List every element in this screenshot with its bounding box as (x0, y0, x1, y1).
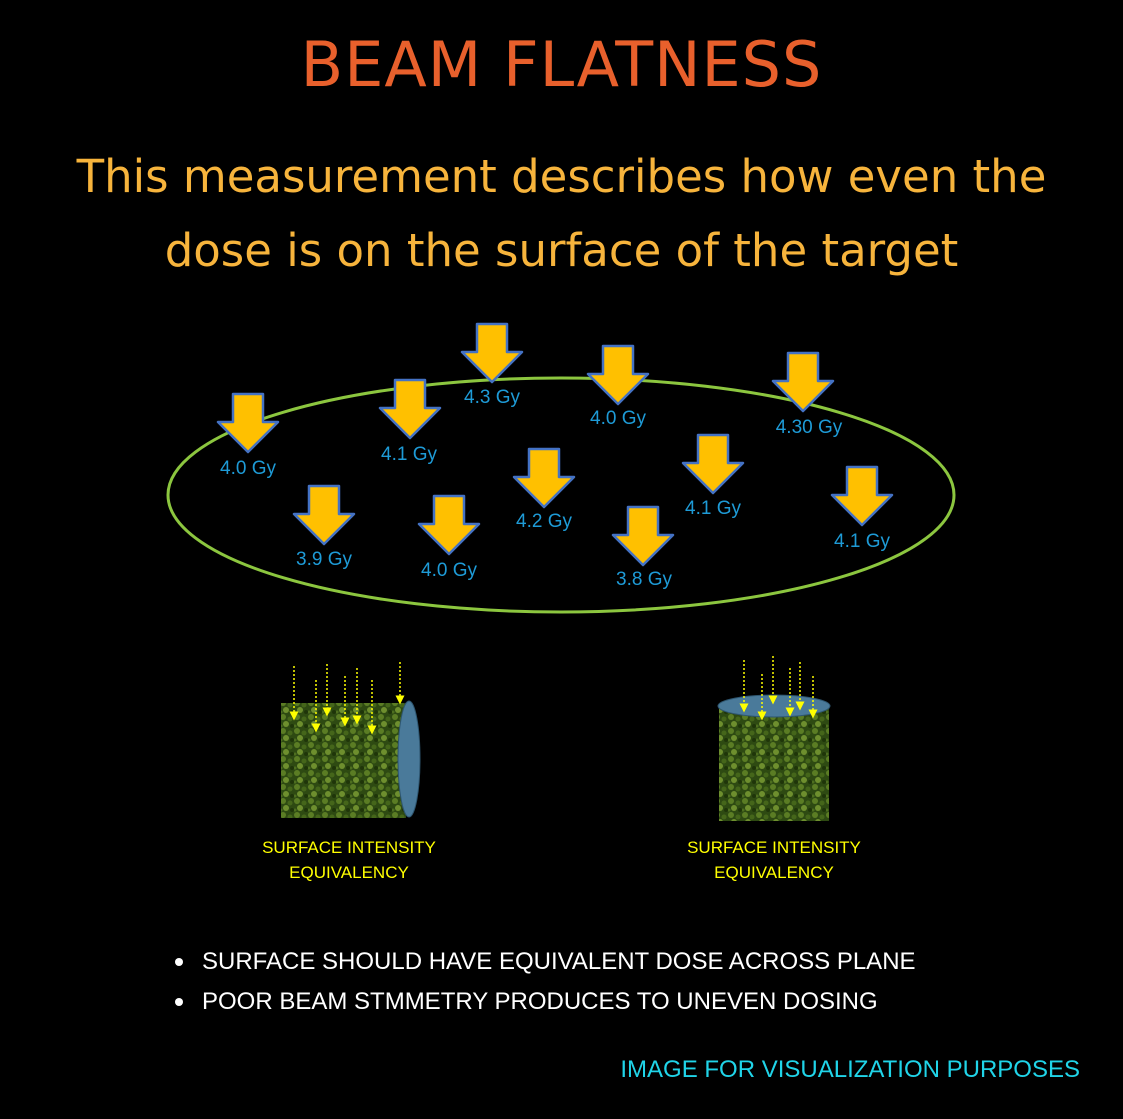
caption-left-line-1: SURFACE INTENSITY (262, 838, 436, 857)
down-arrow-icon (512, 447, 576, 509)
footnote: IMAGE FOR VISUALIZATION PURPOSES (620, 1056, 1080, 1083)
down-arrow-icon (771, 351, 835, 413)
down-arrow-icon (681, 433, 745, 495)
down-arrow-icon (216, 392, 280, 454)
down-arrow-icon (292, 484, 356, 546)
incident-beams-right (739, 656, 818, 721)
target-surface-ellipse (166, 376, 956, 614)
caption-right-line-2: EQUIVALENCY (714, 863, 834, 882)
dose-label: 4.0 Gy (220, 458, 276, 479)
down-arrow-icon (586, 344, 650, 406)
dose-label: 4.0 Gy (421, 560, 477, 581)
bullet-item: POOR BEAM STMMETRY PRODUCES TO UNEVEN DO… (170, 982, 916, 1022)
bullet-list: SURFACE SHOULD HAVE EQUIVALENT DOSE ACRO… (170, 942, 916, 1022)
down-arrow-icon (611, 505, 675, 567)
bullet-item: SURFACE SHOULD HAVE EQUIVALENT DOSE ACRO… (170, 942, 916, 982)
dose-label: 3.8 Gy (616, 569, 672, 590)
bullet-dot-icon (175, 958, 183, 966)
dose-label: 4.1 Gy (685, 498, 741, 519)
dose-label: 3.9 Gy (296, 549, 352, 570)
foliage-block-left (281, 703, 406, 818)
dose-label: 4.1 Gy (834, 531, 890, 552)
dose-label: 4.3 Gy (464, 387, 520, 408)
down-arrow-icon (417, 494, 481, 556)
down-arrow-icon (378, 378, 442, 440)
incident-beams-left (289, 662, 405, 735)
page-title: BEAM FLATNESS (300, 28, 823, 101)
dose-labels: 4.0 Gy 4.1 Gy 4.3 Gy 4.0 Gy 4.30 Gy 3.9 Gy 4.0… (220, 387, 890, 590)
subtitle-line-2: dose is on the surface of the target (164, 224, 959, 277)
dose-label: 4.0 Gy (590, 408, 646, 429)
caption-left-line-2: EQUIVALENCY (289, 863, 409, 882)
down-arrow-icon (460, 322, 524, 384)
bullet-dot-icon (175, 998, 183, 1006)
bullet-text: POOR BEAM STMMETRY PRODUCES TO UNEVEN DO… (202, 988, 878, 1015)
subtitle-line-1: This measurement describes how even the (76, 150, 1047, 203)
foliage-block-right (719, 706, 829, 821)
down-arrow-icon (830, 465, 894, 527)
dose-label: 4.30 Gy (776, 417, 843, 438)
target-cylinder-side-beam (281, 700, 421, 818)
dose-arrows (216, 322, 894, 567)
caption-left: SURFACE INTENSITY EQUIVALENCY (219, 835, 479, 885)
target-end-face-left (397, 700, 421, 818)
dose-label: 4.2 Gy (516, 511, 572, 532)
caption-right: SURFACE INTENSITY EQUIVALENCY (644, 835, 904, 885)
subtitle: This measurement describes how even the … (30, 140, 1093, 288)
caption-right-line-1: SURFACE INTENSITY (687, 838, 861, 857)
dose-label: 4.1 Gy (381, 444, 437, 465)
bullet-text: SURFACE SHOULD HAVE EQUIVALENT DOSE ACRO… (202, 948, 916, 975)
